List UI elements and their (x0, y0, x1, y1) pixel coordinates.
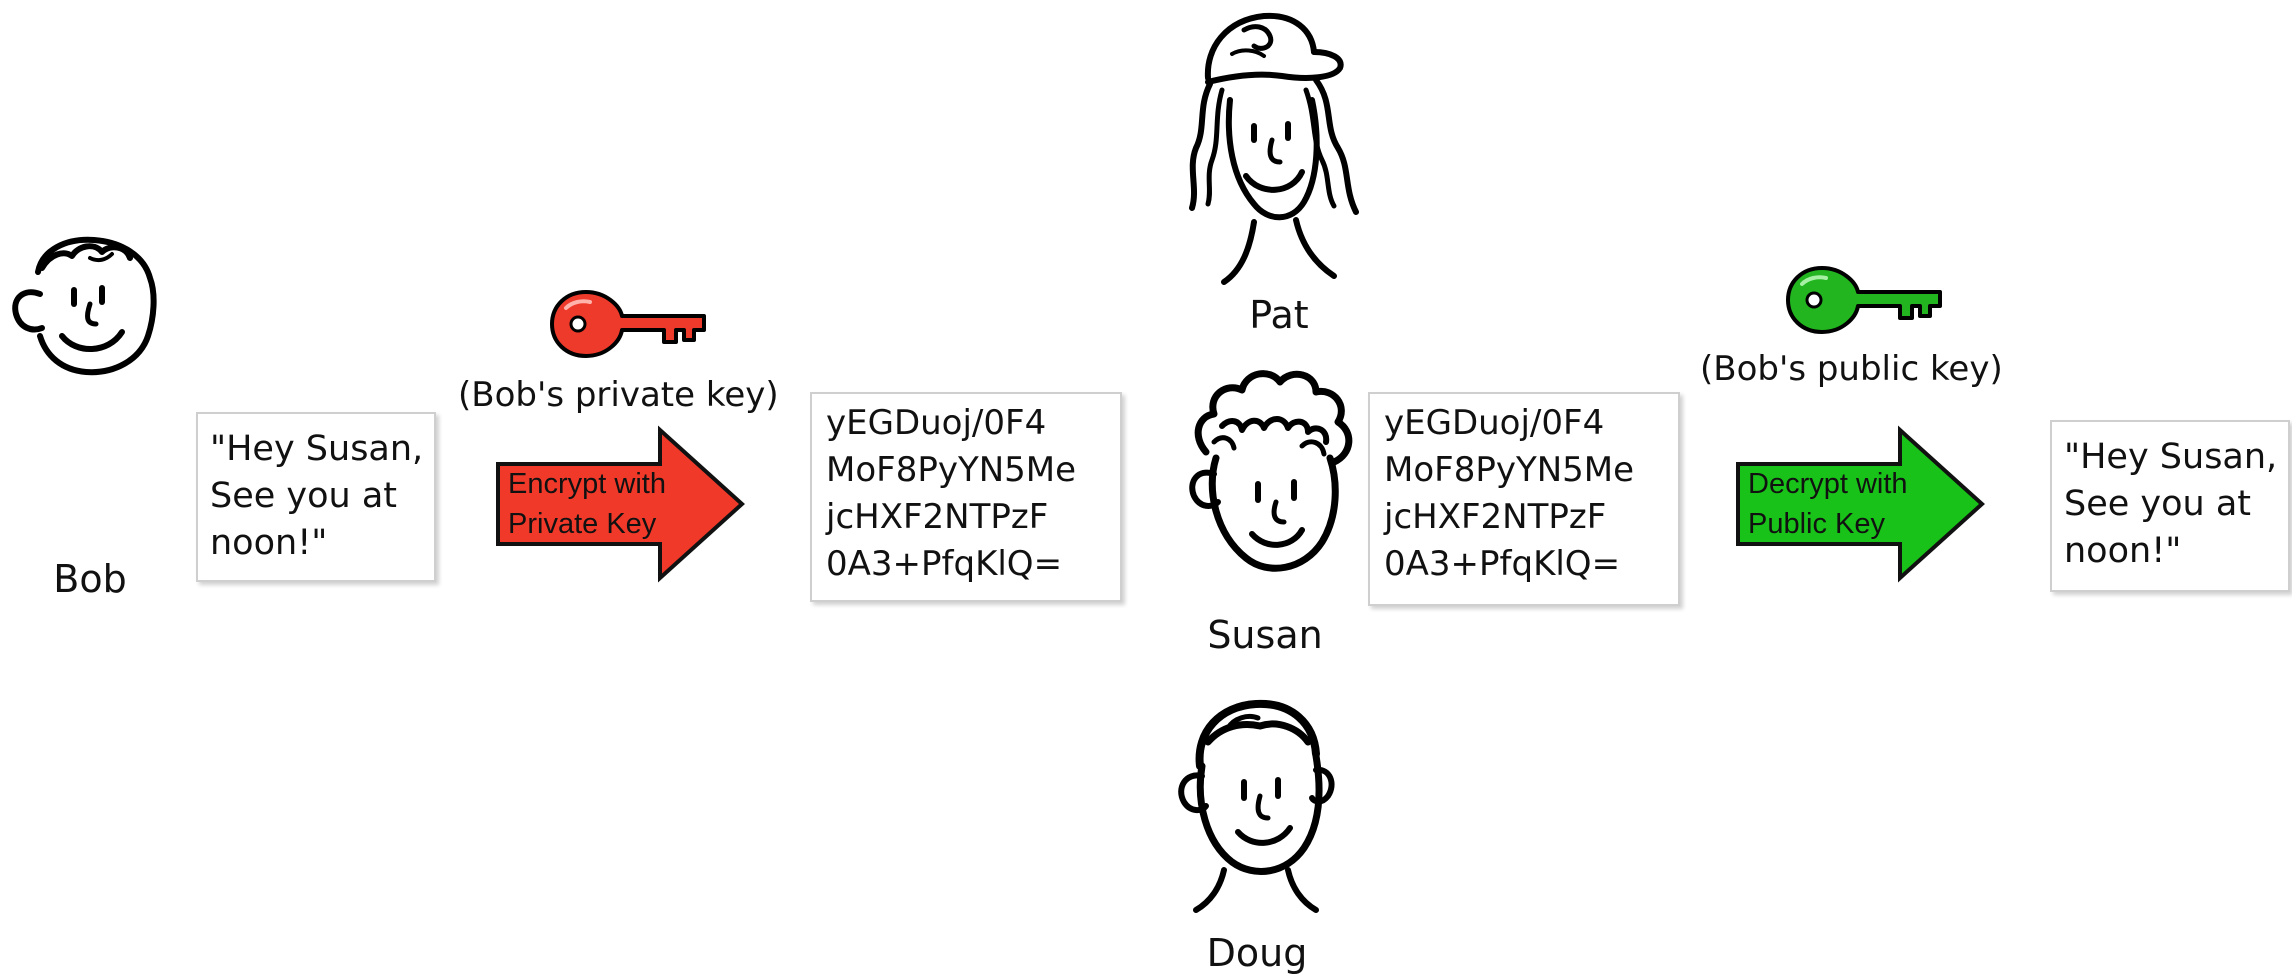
plaintext-line: "Hey Susan, (2064, 437, 2278, 477)
plaintext-line: See you at (210, 476, 398, 516)
plaintext-line: See you at (2064, 484, 2252, 524)
plaintext-line: noon!" (210, 523, 328, 563)
ciphertext-line: 0A3+PfqKlQ= (1384, 544, 1621, 584)
public-key-icon (1784, 262, 1946, 338)
ciphertext-box: yEGDuoj/0F4 MoF8PyYN5Me jcHXF2NTPzF 0A3+… (810, 392, 1122, 602)
private-key-icon (548, 286, 710, 362)
ciphertext-line: yEGDuoj/0F4 (1384, 403, 1605, 443)
ciphertext-line: jcHXF2NTPzF (826, 497, 1049, 537)
ciphertext-line: 0A3+PfqKlQ= (826, 544, 1063, 584)
encrypt-arrow-line: Private Key (508, 508, 657, 540)
bob-face (2, 232, 170, 382)
ciphertext-received-box: yEGDuoj/0F4 MoF8PyYN5Me jcHXF2NTPzF 0A3+… (1368, 392, 1680, 606)
decrypt-arrow-label: Decrypt with Public Key (1748, 464, 1908, 544)
pat-label: Pat (1249, 293, 1309, 337)
doug-face (1168, 692, 1340, 916)
encrypt-arrow (494, 424, 748, 584)
encrypt-arrow-label: Encrypt with Private Key (508, 464, 666, 544)
decrypt-arrow (1734, 424, 1988, 584)
public-key-caption: (Bob's public key) (1700, 349, 2003, 389)
ciphertext-line: MoF8PyYN5Me (1384, 450, 1635, 490)
plaintext-message-box: "Hey Susan, See you at noon!" (196, 412, 436, 582)
decrypt-arrow-line: Decrypt with (1748, 468, 1908, 500)
ciphertext-line: yEGDuoj/0F4 (826, 403, 1047, 443)
doug-label: Doug (1206, 931, 1308, 975)
ciphertext-line: MoF8PyYN5Me (826, 450, 1077, 490)
susan-face (1176, 362, 1364, 606)
ciphertext-line: jcHXF2NTPzF (1384, 497, 1607, 537)
plaintext-line: noon!" (2064, 531, 2182, 571)
private-key-caption: (Bob's private key) (458, 375, 779, 415)
decrypted-message-box: "Hey Susan, See you at noon!" (2050, 420, 2290, 592)
bob-label: Bob (53, 557, 127, 601)
decrypt-arrow-line: Public Key (1748, 508, 1886, 540)
plaintext-line: "Hey Susan, (210, 429, 424, 469)
pat-face (1184, 8, 1364, 288)
susan-label: Susan (1207, 613, 1323, 657)
encrypt-arrow-line: Encrypt with (508, 468, 666, 500)
